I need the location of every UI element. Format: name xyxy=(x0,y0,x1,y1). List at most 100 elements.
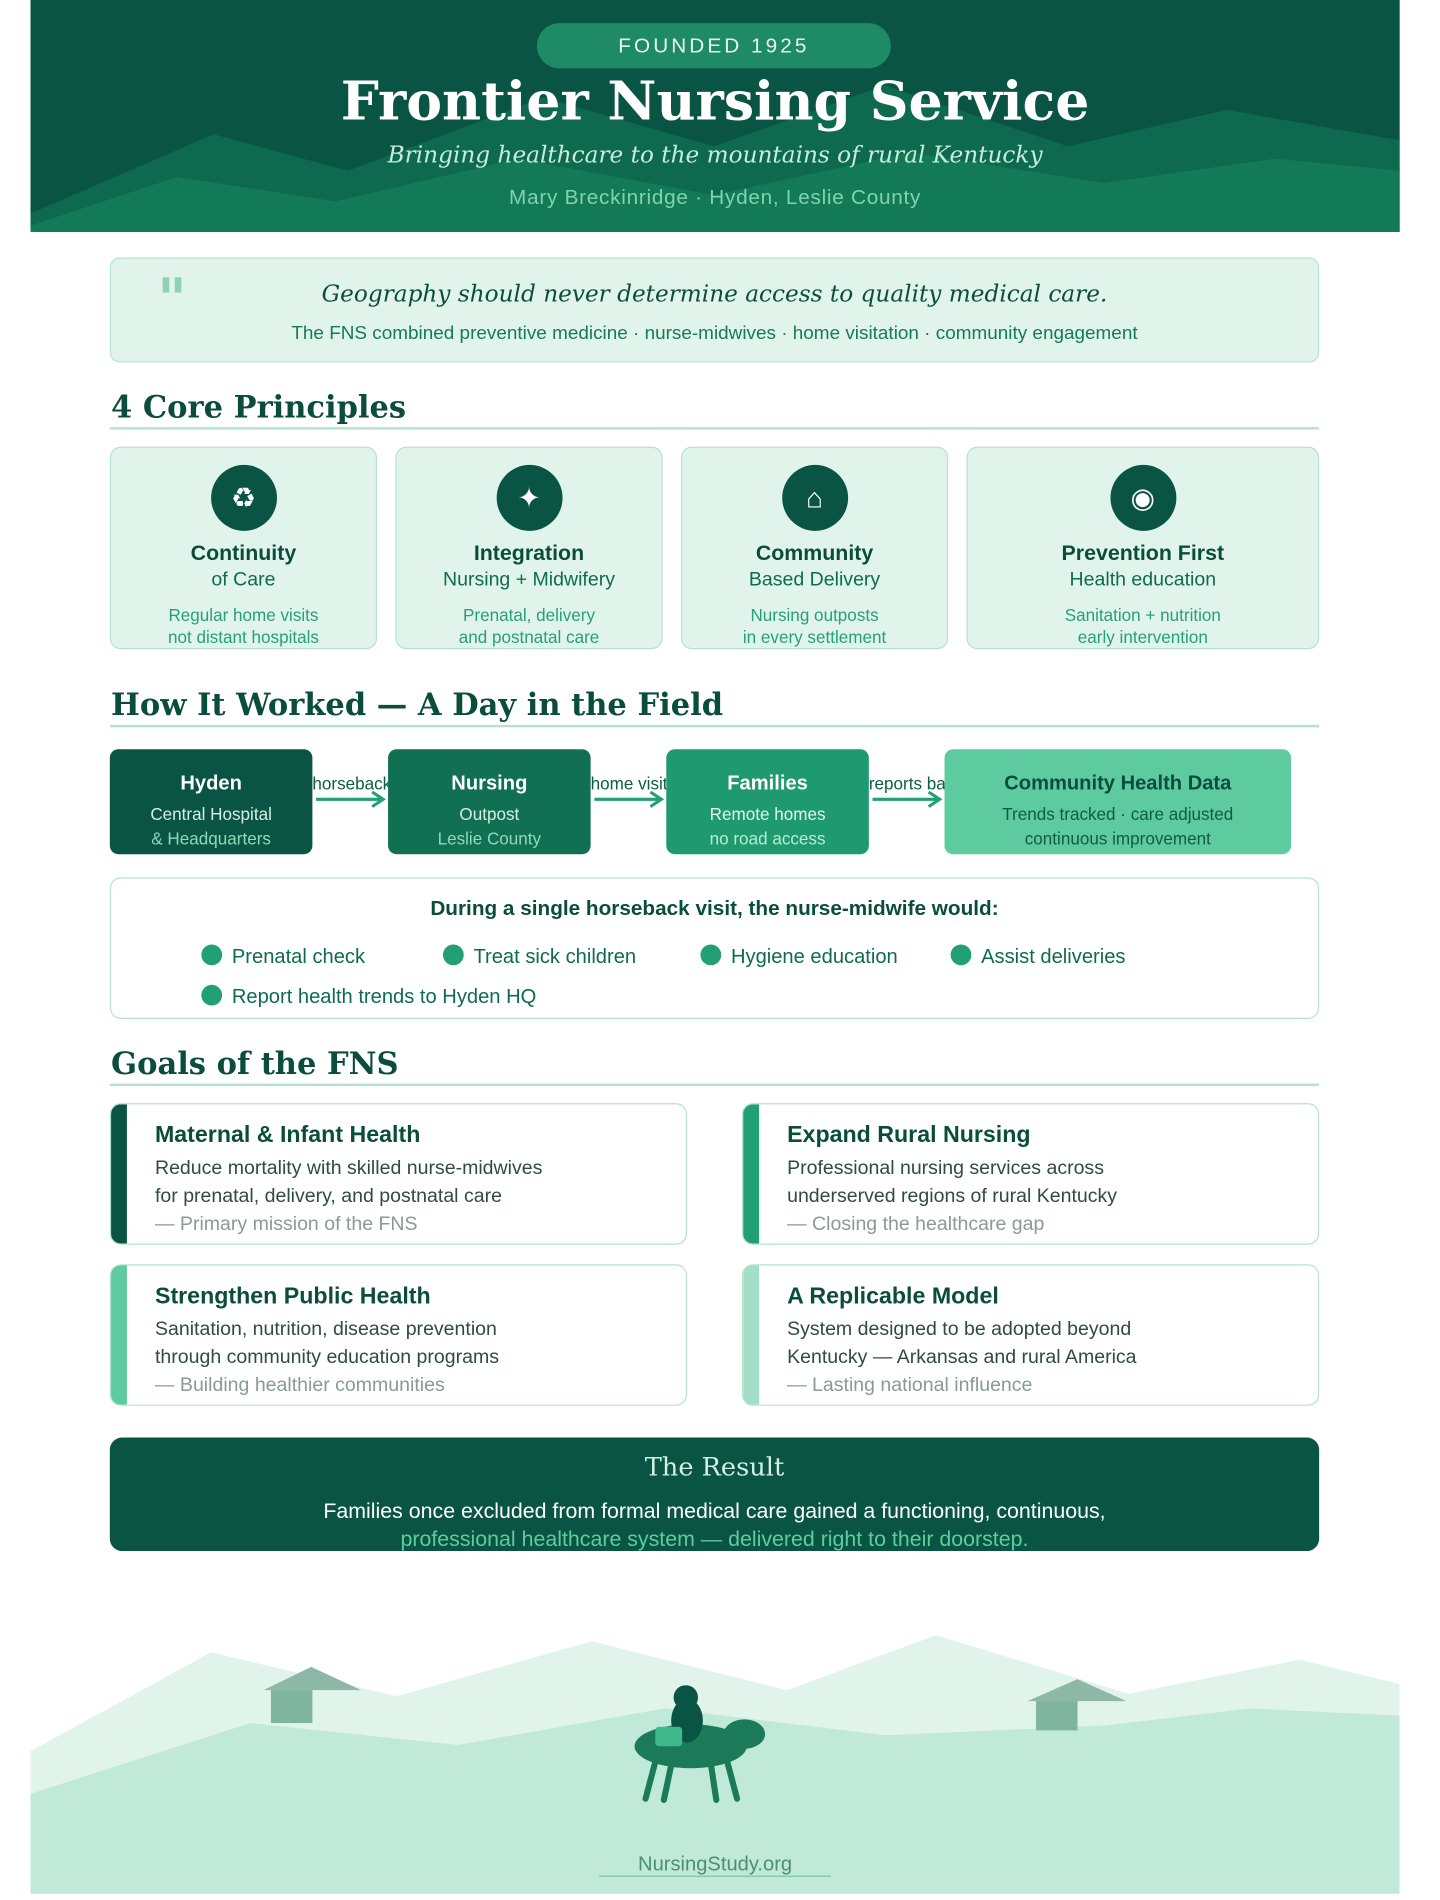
flow-step-title: Nursing xyxy=(451,772,528,795)
nurse-on-horseback-icon xyxy=(30,1635,1400,1894)
bullet-dot-icon xyxy=(700,944,722,966)
goal-desc: System designed to be adopted beyond xyxy=(787,1319,1132,1340)
sparkle-icon: ✦ xyxy=(496,464,562,531)
goal-desc: Reduce mortality with skilled nurse-midw… xyxy=(154,1158,543,1179)
flow-step-title: Families xyxy=(727,772,808,795)
goal-note: — Lasting national influence xyxy=(787,1375,1033,1397)
visit-tasks-box: During a single horseback visit, the nur… xyxy=(109,877,1320,1019)
goal-desc: for prenatal, delivery, and postnatal ca… xyxy=(154,1186,502,1207)
flow-step-line: Trends tracked · care adjusted xyxy=(1002,804,1234,824)
visit-item: Assist deliveries xyxy=(950,944,1126,969)
principle-desc: Prenatal, delivery xyxy=(462,605,595,625)
principle-desc: in every settlement xyxy=(742,627,887,647)
principle-title: Community xyxy=(755,540,874,565)
principle-card-community: ⌂ Community Based Delivery Nursing outpo… xyxy=(680,446,949,650)
visit-item: Prenatal check xyxy=(201,944,366,969)
arrow-right-icon xyxy=(872,790,943,808)
flow-step-line: Leslie County xyxy=(437,828,542,849)
quote-box: " Geography should never determine acces… xyxy=(109,257,1320,363)
quote-mark-icon: " xyxy=(157,266,187,332)
principle-title: Integration xyxy=(473,540,585,565)
flow-step-community-data: Community Health Data Trends tracked · c… xyxy=(944,749,1292,855)
flow-step-line: Central Hospital xyxy=(150,804,272,824)
goal-note: — Closing the healthcare gap xyxy=(787,1214,1045,1235)
recycle-icon: ♻ xyxy=(210,464,277,531)
arrow-right-icon xyxy=(594,790,665,808)
flow-step-line: Remote homes xyxy=(709,804,826,824)
goal-note: — Primary mission of the FNS xyxy=(154,1214,418,1235)
flow-step-families: Families Remote homes no road access xyxy=(666,749,869,855)
flow-step-hyden: Hyden Central Hospital & Headquarters xyxy=(109,749,313,855)
principle-title: Prevention First xyxy=(1061,540,1225,565)
flow-step-line: no road access xyxy=(709,828,826,849)
goal-accent-bar xyxy=(743,1104,760,1244)
flow-divider xyxy=(109,724,1320,728)
visit-item-label: Treat sick children xyxy=(473,945,637,968)
result-banner: The Result Families once excluded from f… xyxy=(109,1437,1320,1552)
principle-desc: Regular home visits xyxy=(168,605,319,625)
principle-subtitle: of Care xyxy=(211,569,276,591)
footer-site: NursingStudy.org xyxy=(638,1853,793,1876)
page-subtitle: Bringing healthcare to the mountains of … xyxy=(387,141,1043,169)
goal-desc: underserved regions of rural Kentucky xyxy=(787,1186,1118,1207)
result-line: Families once excluded from formal medic… xyxy=(323,1498,1106,1523)
bullet-dot-icon xyxy=(201,944,223,966)
visit-item-label: Report health trends to Hyden HQ xyxy=(231,986,537,1008)
target-icon: ◉ xyxy=(1109,464,1176,531)
bullet-dot-icon xyxy=(201,984,223,1006)
quote-subtext: The FNS combined preventive medicine · n… xyxy=(291,323,1138,345)
founded-badge: FOUNDED 1925 xyxy=(536,23,891,69)
goal-desc: through community education programs xyxy=(154,1347,500,1368)
goal-accent-bar xyxy=(743,1265,760,1405)
goal-desc: Professional nursing services across xyxy=(787,1158,1104,1179)
byline: Mary Breckinridge · Hyden, Leslie County xyxy=(509,185,922,209)
goals-divider xyxy=(109,1083,1320,1087)
goals-heading: Goals of the FNS xyxy=(111,1045,399,1082)
arrow-right-icon xyxy=(316,790,386,808)
principles-heading: 4 Core Principles xyxy=(111,389,407,425)
visit-item-label: Prenatal check xyxy=(231,945,366,968)
principle-desc: early intervention xyxy=(1077,627,1208,647)
flow-step-line: & Headquarters xyxy=(151,828,271,849)
principle-card-integration: ✦ Integration Nursing + Midwifery Prenat… xyxy=(395,446,663,650)
flow-heading: How It Worked — A Day in the Field xyxy=(111,687,724,723)
goal-title: A Replicable Model xyxy=(787,1283,999,1310)
visit-heading: During a single horseback visit, the nur… xyxy=(430,896,999,921)
bullet-dot-icon xyxy=(442,944,464,966)
quote-text: Geography should never determine access … xyxy=(321,280,1108,308)
bullet-dot-icon xyxy=(950,944,972,966)
flow-step-title: Hyden xyxy=(180,772,242,795)
visit-item-label: Assist deliveries xyxy=(981,945,1126,968)
goal-card-rural-nursing: Expand Rural Nursing Professional nursin… xyxy=(741,1103,1320,1245)
connector-label: reports back xyxy=(868,773,945,794)
goal-card-replicable-model: A Replicable Model System designed to be… xyxy=(741,1264,1320,1406)
house-icon: ⌂ xyxy=(781,464,848,531)
visit-item: Report health trends to Hyden HQ xyxy=(201,984,537,1009)
flow-step-line: continuous improvement xyxy=(1024,828,1211,849)
goal-desc: Kentucky — Arkansas and rural America xyxy=(787,1347,1137,1368)
connector-label: horseback xyxy=(312,773,389,794)
goal-accent-bar xyxy=(111,1265,127,1405)
flow-step-title: Community Health Data xyxy=(1004,772,1232,795)
principle-subtitle: Health education xyxy=(1069,569,1217,591)
header-banner: FOUNDED 1925 Frontier Nursing Service Br… xyxy=(30,0,1400,232)
page-title: Frontier Nursing Service xyxy=(340,70,1090,134)
principle-subtitle: Based Delivery xyxy=(748,569,881,591)
footer-underline xyxy=(599,1875,832,1877)
principle-subtitle: Nursing + Midwifery xyxy=(443,569,615,591)
goal-title: Maternal & Infant Health xyxy=(154,1122,421,1149)
flow-step-line: Outpost xyxy=(459,804,520,824)
mountain-backdrop-icon xyxy=(30,85,1400,232)
visit-item: Hygiene education xyxy=(700,944,898,969)
principle-desc: not distant hospitals xyxy=(167,627,319,647)
connector-label: home visits xyxy=(590,773,667,794)
goal-card-public-health: Strengthen Public Health Sanitation, nut… xyxy=(109,1264,688,1406)
result-heading: The Result xyxy=(644,1452,785,1482)
result-line: professional healthcare system — deliver… xyxy=(400,1526,1029,1552)
flow-step-nursing: Nursing Outpost Leslie County xyxy=(388,749,591,855)
principle-desc: and postnatal care xyxy=(458,627,600,647)
goal-title: Expand Rural Nursing xyxy=(787,1122,1031,1149)
principles-divider xyxy=(109,427,1320,430)
goal-accent-bar xyxy=(111,1104,127,1244)
goal-title: Strengthen Public Health xyxy=(154,1283,431,1310)
